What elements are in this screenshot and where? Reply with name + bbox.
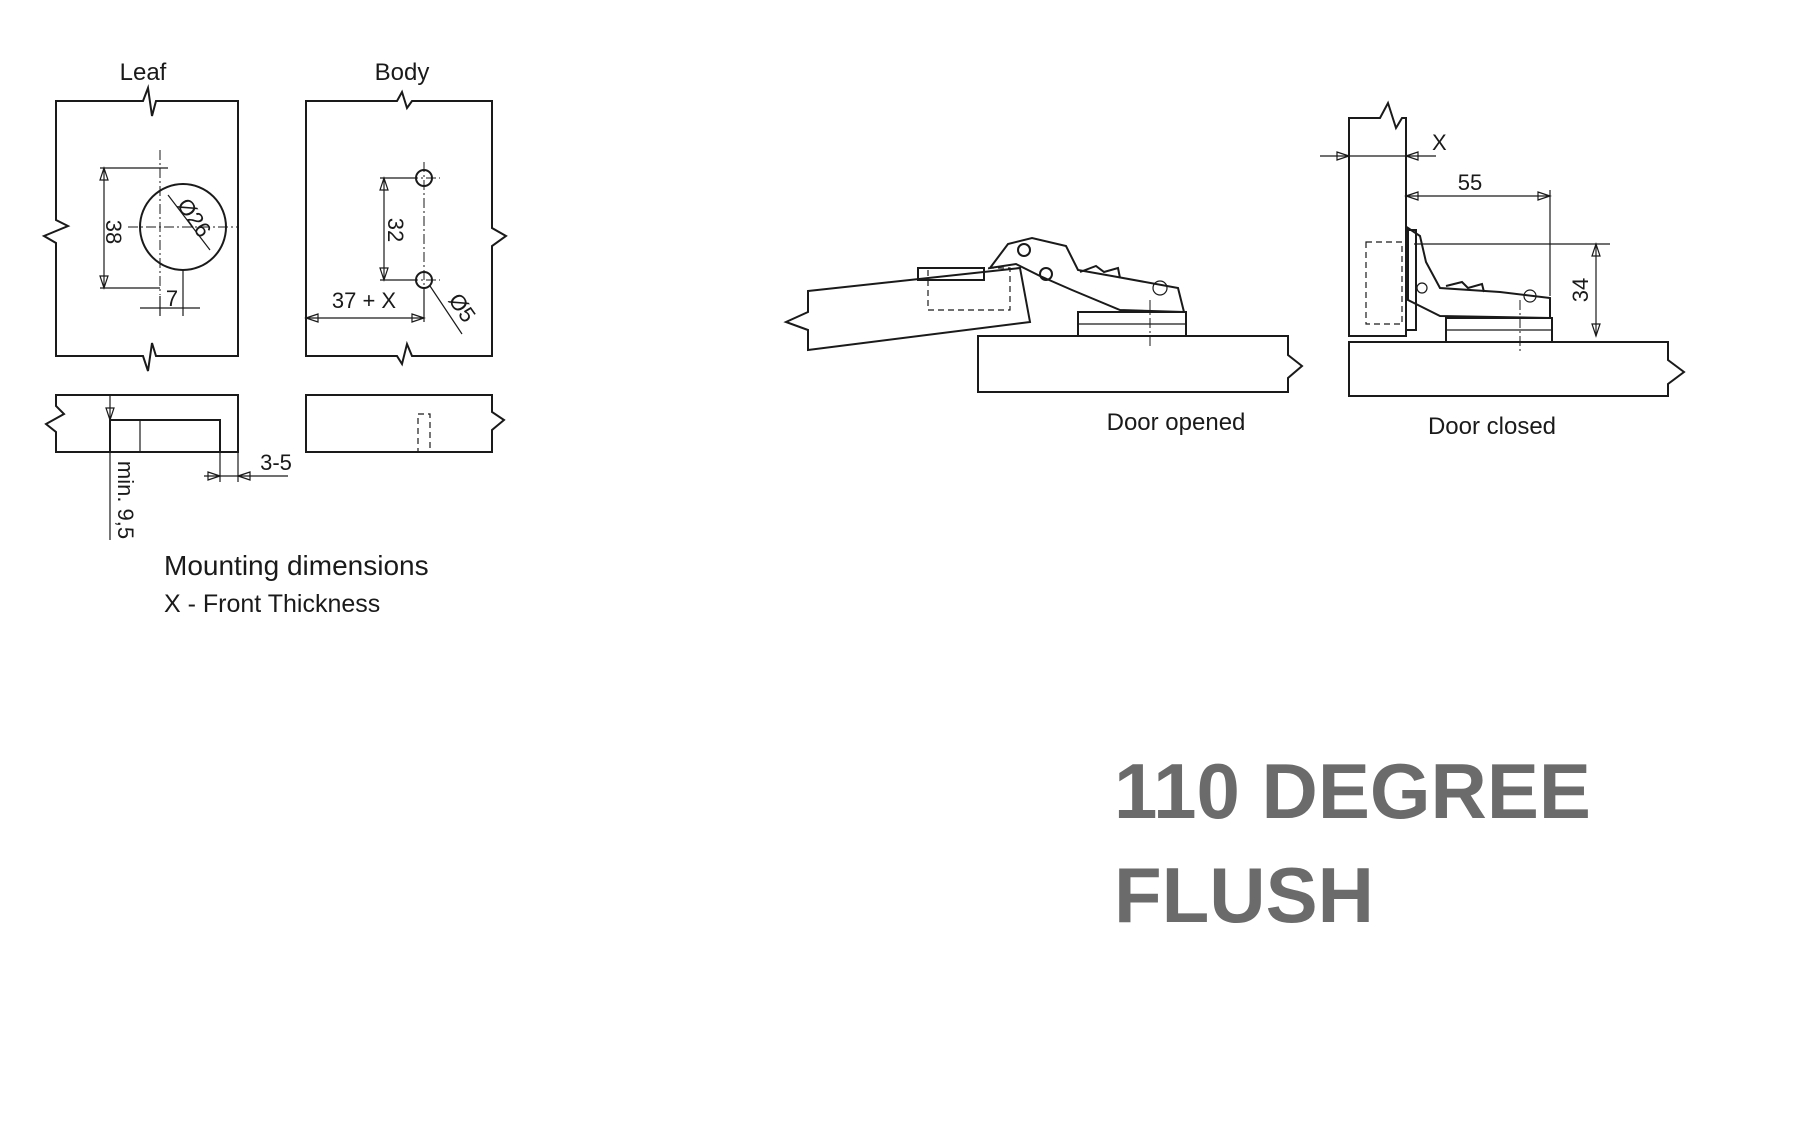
dim-edge-gap: 3-5 <box>260 450 292 475</box>
dim-cup-diameter: Ø26 <box>172 193 216 241</box>
title-line-1: 110 DEGREE <box>1114 747 1591 835</box>
dim-7: 7 <box>166 286 178 311</box>
dim-hole-diameter: Ø5 <box>443 289 480 327</box>
leaf-section-view <box>44 394 288 540</box>
dim-32: 32 <box>383 218 408 242</box>
door-opened-view <box>783 236 1304 393</box>
leaf-plan-view <box>41 84 239 372</box>
leaf-label: Leaf <box>120 59 167 86</box>
dim-37-plus-x: 37 + X <box>332 288 397 313</box>
door-closed-label: Door closed <box>1428 413 1556 440</box>
door-opened-label: Door opened <box>1107 409 1246 436</box>
body-label: Body <box>375 59 430 86</box>
front-thickness-note: X - Front Thickness <box>164 590 380 618</box>
dim-34: 34 <box>1568 278 1593 302</box>
dim-min-depth: min. 9,5 <box>113 461 138 539</box>
title-line-2: FLUSH <box>1114 851 1374 939</box>
door-closed-view <box>1320 100 1686 397</box>
mounting-dimensions-caption: Mounting dimensions <box>164 550 429 581</box>
dim-front-x: X <box>1432 130 1447 155</box>
dim-38: 38 <box>101 220 126 244</box>
dim-55: 55 <box>1458 170 1482 195</box>
body-section-view <box>305 394 506 453</box>
body-plan-view <box>304 89 508 367</box>
